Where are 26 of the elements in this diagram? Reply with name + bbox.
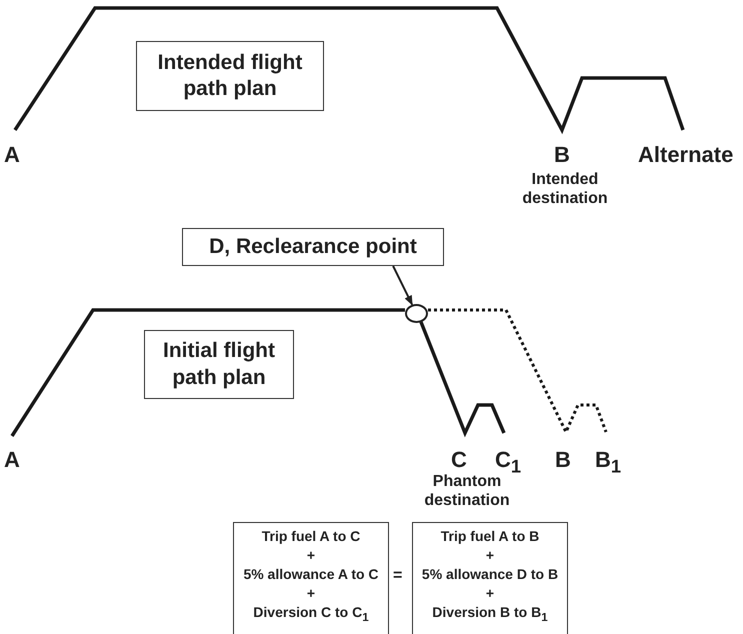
text-box: D, Reclearance point <box>182 228 444 266</box>
arrow <box>392 266 414 306</box>
equals-sign: = <box>393 566 402 586</box>
formula-text: Diversion C to C$_{1}$ <box>253 603 369 626</box>
text-box: Intended flight path plan <box>136 41 324 111</box>
point-label: C <box>451 447 467 474</box>
point-label: B <box>554 142 570 168</box>
point-label: Alternate <box>638 142 734 168</box>
destination-note: Intended destination <box>521 170 609 208</box>
formula-text: Trip fuel A to C <box>262 527 360 546</box>
formula-text: + <box>306 546 316 565</box>
point-label: A <box>4 142 20 168</box>
formula-box <box>412 522 568 634</box>
formula-text: + <box>486 546 494 565</box>
formula-text: Trip fuel A to B <box>440 527 540 546</box>
formula-box <box>233 522 389 634</box>
formula-text: 5% allowance D to B <box>422 565 558 584</box>
point-label: B <box>555 447 571 474</box>
waypoint-ellipse <box>405 304 428 323</box>
text-box: Initial flight path plan <box>144 330 294 399</box>
point-label: B$_{1}$ <box>595 447 622 478</box>
formula-text: + <box>306 584 316 603</box>
point-label: A <box>4 447 20 474</box>
formula-text: + <box>486 584 494 603</box>
formula-text: Diversion B to B$_{1}$ <box>432 603 548 626</box>
formula-text: 5% allowance A to C <box>243 565 379 584</box>
